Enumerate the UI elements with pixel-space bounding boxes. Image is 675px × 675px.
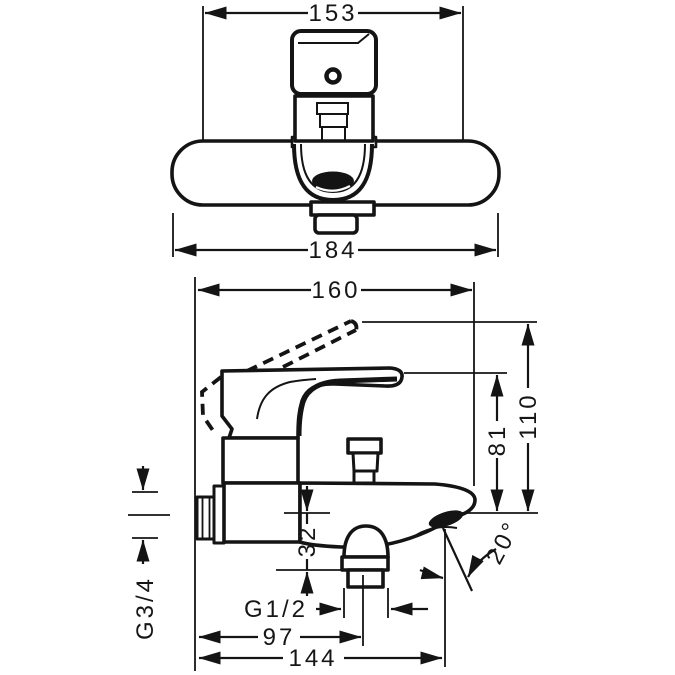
handle-indicator-dot xyxy=(324,67,342,85)
dim-label-153: 153 xyxy=(308,0,357,27)
dim-label-g34: G3/4 xyxy=(132,576,159,640)
aerator-tip xyxy=(313,213,359,235)
dim-overall-height: 110 xyxy=(515,323,542,512)
spout-outlet xyxy=(428,510,464,528)
side-view: 160 110 81 32 20° xyxy=(128,277,542,672)
dim-outlet-thread: G1/2 xyxy=(244,596,428,623)
diverter-stem xyxy=(351,451,380,473)
cartridge-housing xyxy=(221,436,300,485)
dim-label-184: 184 xyxy=(308,237,357,264)
spout-body xyxy=(298,481,477,549)
dim-label-110: 110 xyxy=(515,392,542,439)
lever-underside xyxy=(296,376,398,437)
dim-outlet-drop: 32 xyxy=(294,486,321,596)
lever-dashed-tip xyxy=(350,319,359,332)
dim-handle-height: 81 xyxy=(484,374,511,512)
diverter-cap xyxy=(346,437,383,455)
dim-label-20deg: 20° xyxy=(481,516,526,569)
dim-inlet-thread: G3/4 xyxy=(132,466,159,640)
extension-lines xyxy=(132,277,538,671)
dim-label-g12: G1/2 xyxy=(244,596,308,623)
handle-front xyxy=(290,29,378,96)
shower-outlet-nipple xyxy=(346,568,385,589)
dim-projection-depth: 160 xyxy=(197,277,473,304)
dim-label-81: 81 xyxy=(484,424,511,457)
aerator-collar xyxy=(309,200,376,217)
union-nut xyxy=(195,495,216,541)
lever-dashed-back xyxy=(200,375,223,434)
spout-lip xyxy=(411,526,458,539)
lever-dashed-edge xyxy=(282,328,357,369)
lever-dashed-edge xyxy=(246,319,352,373)
spout-arch-inner xyxy=(300,143,366,194)
angle-arrow xyxy=(419,566,444,580)
dim-body-width: 184 xyxy=(172,213,499,264)
angle-leg-line xyxy=(442,527,473,592)
spout-opening xyxy=(312,171,354,191)
lever-raised-dashed xyxy=(200,319,359,434)
angle-arc-arrow xyxy=(467,548,497,578)
spout-opening-highlight xyxy=(315,185,351,192)
dim-label-32: 32 xyxy=(294,525,321,558)
dim-handle-width: 153 xyxy=(202,0,464,140)
handle-accent-line xyxy=(298,33,370,44)
neck-step-3 xyxy=(321,126,346,142)
dim-outlet-depth: 97 xyxy=(198,624,362,651)
dim-label-97: 97 xyxy=(263,624,296,651)
shower-outlet-flange xyxy=(340,555,390,572)
diverter-base xyxy=(352,469,376,485)
dim-overall-depth: 144 xyxy=(198,645,443,672)
lever-accent-line xyxy=(256,378,317,420)
shower-outlet-dome xyxy=(342,524,390,559)
dim-label-160: 160 xyxy=(311,277,360,304)
dim-label-144: 144 xyxy=(288,645,337,672)
front-view: 153 184 xyxy=(170,0,501,264)
